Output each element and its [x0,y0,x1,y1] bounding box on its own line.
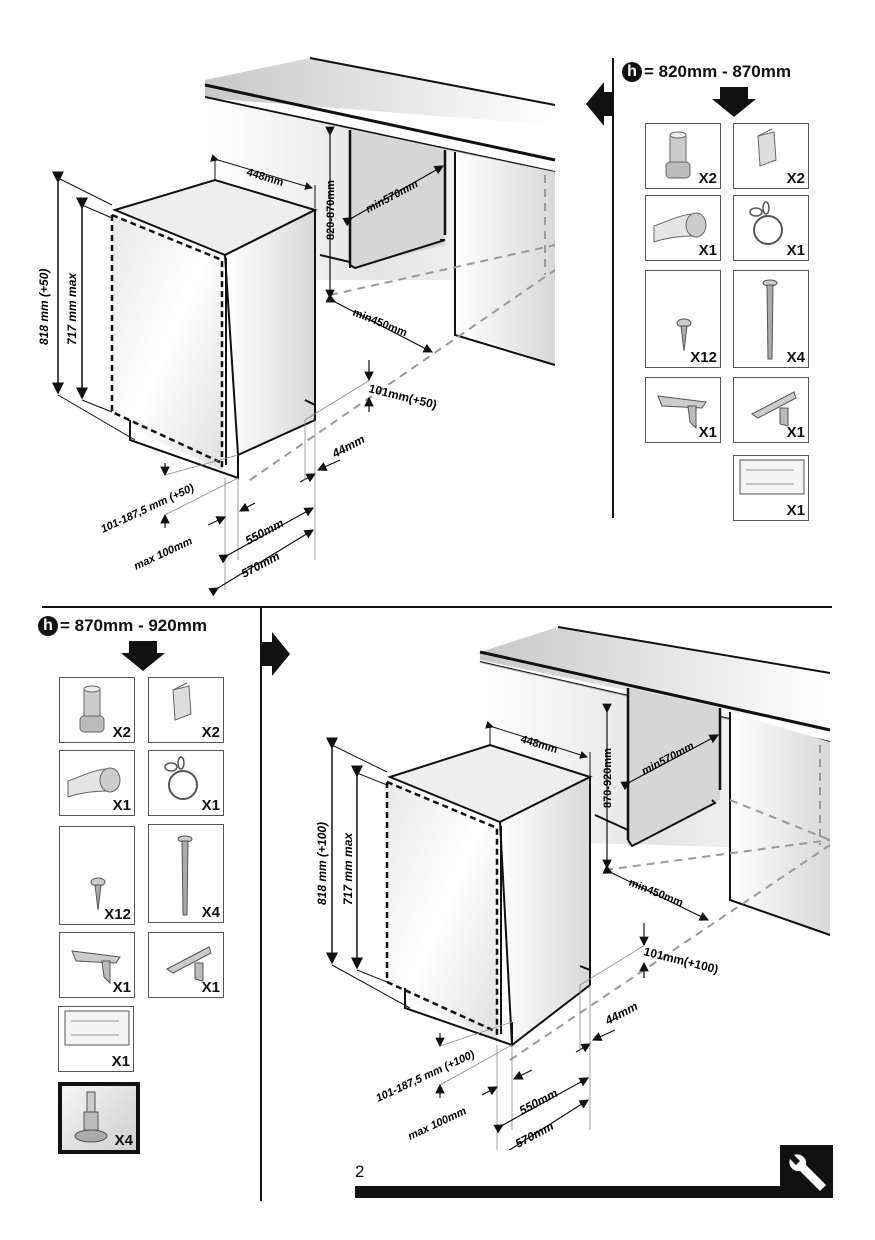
dim-total-height-label: 818 mm (+100) [315,822,329,905]
dim-depth-550-label: 550mm [517,1086,560,1118]
hose-clamp-icon [749,201,783,245]
bracket-left-icon [657,395,707,430]
dim-max-gap-label: max 100mm [132,535,194,573]
arrow-down-icon [121,641,165,676]
foot-sleeve-icon [79,685,105,733]
right-cabinet [730,712,830,935]
template-icon [739,459,805,495]
dim-total-height-label: 818 mm (+50) [37,269,51,345]
foot-sleeve-icon [665,131,691,179]
extension-foot-icon [74,1091,108,1143]
adhesive-strip-icon [172,682,192,721]
part-foot-sleeve: X2 [645,123,721,189]
part-short-screw: X12 [59,826,135,925]
dim-niche-height-label: 870-920mm [602,748,614,808]
bracket-right-icon [166,946,212,982]
adhesive-strip-icon [757,128,777,167]
right-cabinet [455,152,555,365]
part-foot-sleeve: X2 [59,677,135,743]
installation-diagram-b: 448mm 818 mm (+100) 717 mm max 870-920mm… [315,626,831,1167]
part-bracket-left: X1 [59,932,135,998]
dim-max-gap-label: max 100mm [406,1105,468,1143]
section-a-divider [612,58,614,518]
section-b-height-header: h = 870mm - 920mm [38,616,207,636]
dim-door-height-label: 717 mm max [341,832,355,905]
part-bracket-right: X1 [148,932,224,998]
installation-diagram-a: 448mm 818 mm (+50) 717 mm max 820-870mm … [37,57,556,597]
section-a-drawing: 448mm 818 mm (+50) 717 mm max 820-870mm … [0,0,600,600]
arrow-left-icon [586,82,614,131]
dim-depth-550-label: 550mm [243,516,286,548]
dim-depth-570-label: 570mm [513,1119,556,1150]
part-protective-foil: X1 [645,195,721,261]
wrench-icon [780,1145,833,1198]
short-screw-icon [90,877,106,911]
foil-roll-icon [653,212,707,243]
bracket-left-icon [71,950,121,985]
part-extension-foot: X4 [58,1082,140,1154]
dim-plinth-height-label: 101mm(+100) [642,944,720,976]
part-bracket-left: X1 [645,377,721,443]
section-b-drawing: 448mm 818 mm (+100) 717 mm max 870-920mm… [262,610,875,1167]
part-hose-clamp: X1 [148,750,224,816]
part-mounting-template: X1 [733,455,809,521]
dim-niche-height-label: 820-870mm [325,180,337,240]
part-short-screw: X12 [645,270,721,368]
part-long-screw: X4 [148,824,224,923]
part-long-screw: X4 [733,270,809,368]
dishwasher-door [387,782,497,1040]
dim-door-height-label: 717 mm max [65,272,79,345]
part-mounting-template: X1 [58,1006,134,1072]
part-protective-foil: X1 [59,750,135,816]
dim-plinth-offset-label: 44mm [329,432,367,461]
short-screw-icon [676,318,692,352]
dishwasher-side [498,775,591,1047]
section-divider [42,606,832,608]
section-a-height-label: = 820mm - 870mm [644,62,791,81]
part-hose-clamp: X1 [733,195,809,261]
height-h-icon: h [38,616,58,636]
footer-bar [355,1186,795,1198]
section-b-height-label: = 870mm - 920mm [60,616,207,635]
dim-niche-width-label: min450mm [627,877,685,910]
bracket-right-icon [751,391,797,427]
template-icon [64,1010,130,1046]
dim-plinth-range-label: 101-187,5 mm (+100) [374,1048,477,1104]
arrow-right-icon [262,632,290,681]
long-screw-icon [177,835,193,916]
countertop [205,58,555,125]
countertop [480,627,830,732]
foil-roll-icon [67,767,121,798]
arrow-down-icon [712,87,756,122]
dim-depth-570-label: 570mm [239,549,282,581]
part-bracket-right: X1 [733,377,809,443]
section-b-divider [260,606,262,1201]
long-screw-icon [762,279,778,360]
hose-clamp-icon [164,756,198,800]
height-h-icon: h [622,62,642,82]
dishwasher-door [112,215,222,470]
section-a-height-header: h = 820mm - 870mm [622,62,791,82]
dim-plinth-height-label: 101mm(+50) [367,381,438,411]
dim-plinth-offset-label: 44mm [602,999,640,1028]
part-adhesive-strip: X2 [148,677,224,743]
dim-niche-width-label: min450mm [351,307,409,340]
part-adhesive-strip: X2 [733,123,809,189]
page-number: 2 [355,1162,365,1181]
dim-plinth-range-label: 101-187,5 mm (+50) [99,482,196,536]
